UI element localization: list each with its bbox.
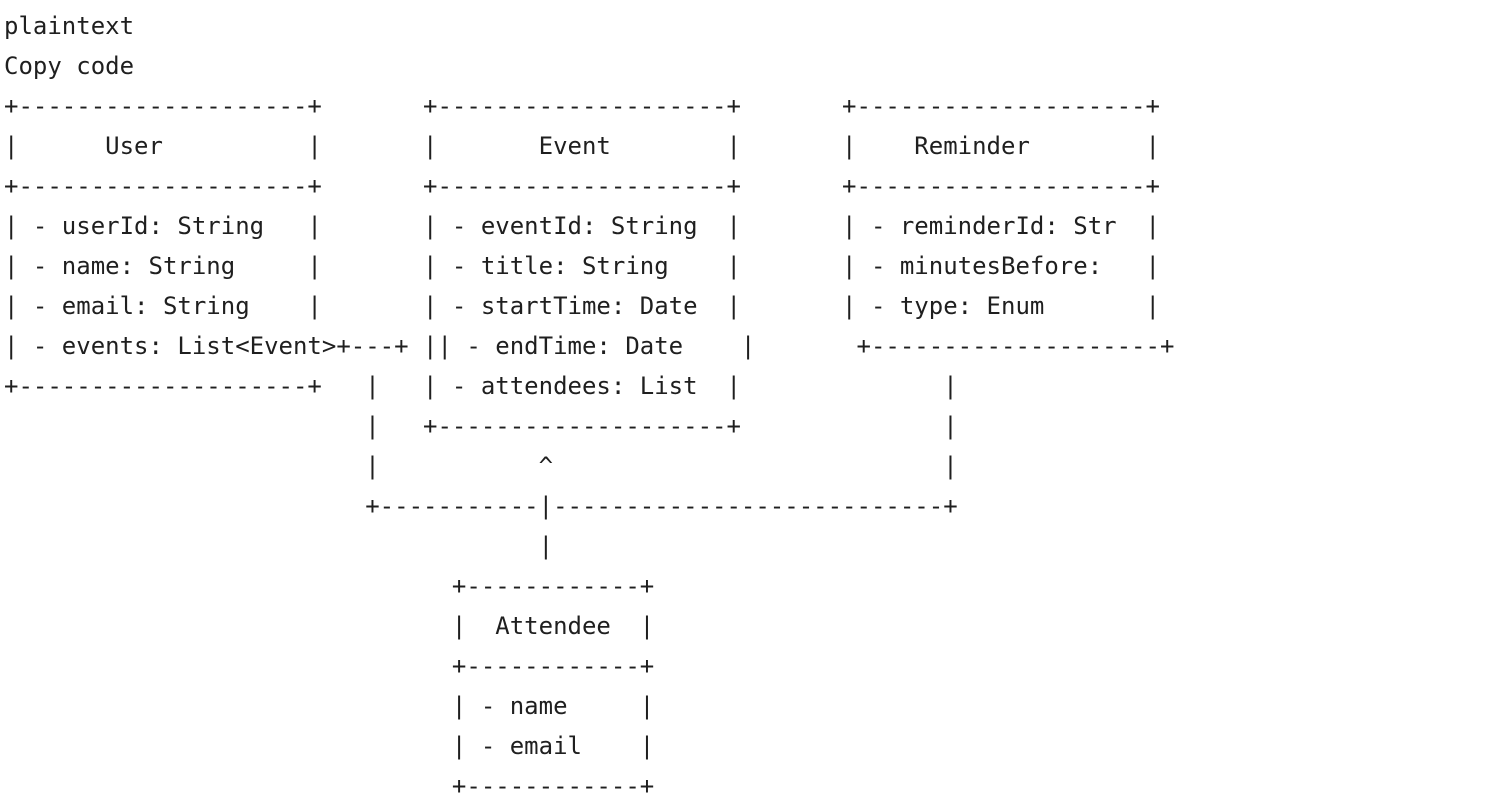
language-label: plaintext [4,12,135,40]
diagram-line: +------------+ [4,572,655,600]
diagram-line: +--------------------+ +----------------… [4,92,1160,120]
diagram-line: | User | | Event | | Reminder | [4,132,1160,160]
diagram-line: +------------+ [4,772,655,800]
diagram-line: +--------------------+ | | - attendees: … [4,372,958,400]
code-block: plaintext Copy code +-------------------… [4,6,1484,806]
diagram-line: | Attendee | [4,612,655,640]
diagram-line: | - events: List<Event>+---+ || - endTim… [4,332,1175,360]
diagram-line: +-----------|---------------------------… [4,492,958,520]
diagram-line: | - name | [4,692,655,720]
diagram-line: +------------+ [4,652,655,680]
diagram-line: | [4,532,554,560]
diagram-line: +--------------------+ +----------------… [4,172,1160,200]
diagram-line: | +--------------------+ | [4,412,958,440]
copy-code-button[interactable]: Copy code [4,52,135,80]
diagram-line: | - name: String | | - title: String | |… [4,252,1160,280]
diagram-line: | - email | [4,732,655,760]
diagram-line: | ^ | [4,452,958,480]
ascii-diagram: +--------------------+ +----------------… [4,86,1484,806]
diagram-line: | - userId: String | | - eventId: String… [4,212,1160,240]
diagram-line: | - email: String | | - startTime: Date … [4,292,1160,320]
